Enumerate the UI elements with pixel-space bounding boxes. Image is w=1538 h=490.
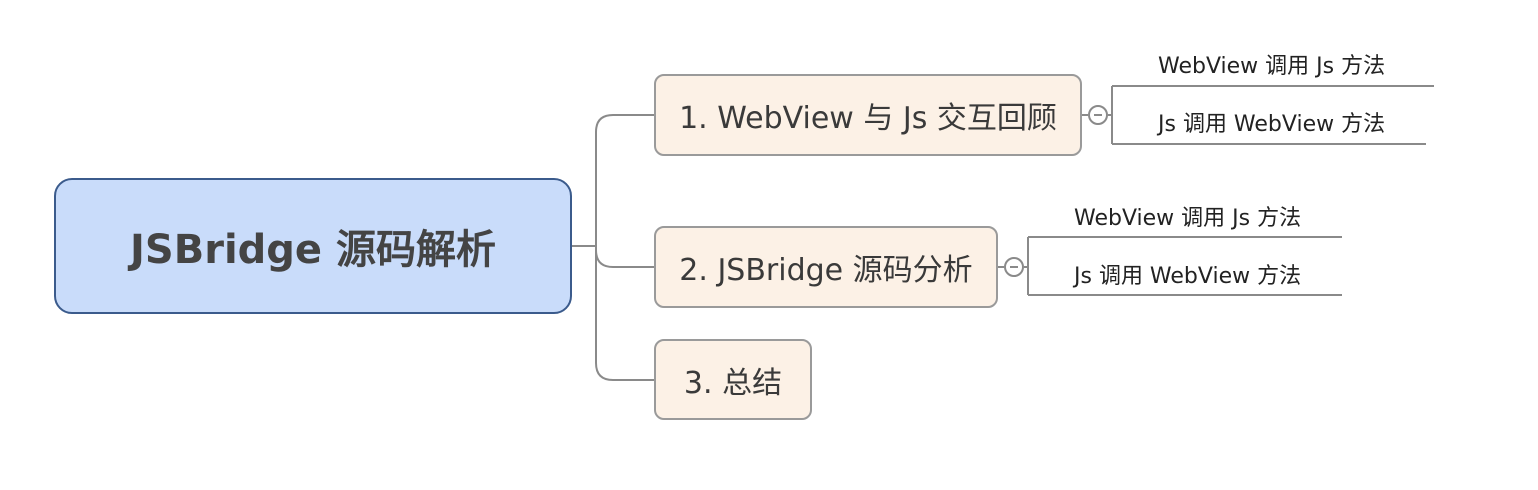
subtopic-1-1[interactable]: WebView 调用 Js 方法	[1158, 54, 1386, 79]
root-topic-label: JSBridge 源码解析	[130, 227, 496, 273]
branch-topic-1[interactable]: 1. WebView 与 Js 交互回顾	[654, 74, 1082, 156]
branch-topic-1-label: 1. WebView 与 Js 交互回顾	[679, 101, 1057, 136]
connector-branch-2-leaves	[1024, 236, 1342, 296]
branch-topic-3[interactable]: 3. 总结	[654, 339, 812, 420]
subtopic-1-2[interactable]: Js 调用 WebView 方法	[1158, 112, 1386, 137]
root-topic[interactable]: JSBridge 源码解析	[54, 178, 572, 314]
collapse-branch-2-icon[interactable]	[1004, 257, 1024, 277]
connector-branch-3	[595, 246, 654, 381]
branch-topic-2-label: 2. JSBridge 源码分析	[679, 253, 973, 288]
connector-branch-2	[595, 246, 654, 268]
collapse-branch-1-icon[interactable]	[1088, 105, 1108, 125]
branch-topic-3-label: 3. 总结	[683, 365, 783, 401]
connector-branch-1	[595, 114, 654, 246]
subtopic-2-2[interactable]: Js 调用 WebView 方法	[1074, 264, 1302, 289]
branch-topic-2[interactable]: 2. JSBridge 源码分析	[654, 226, 998, 308]
connector-branch-1-leaves	[1108, 85, 1434, 145]
subtopic-2-1[interactable]: WebView 调用 Js 方法	[1074, 206, 1302, 231]
